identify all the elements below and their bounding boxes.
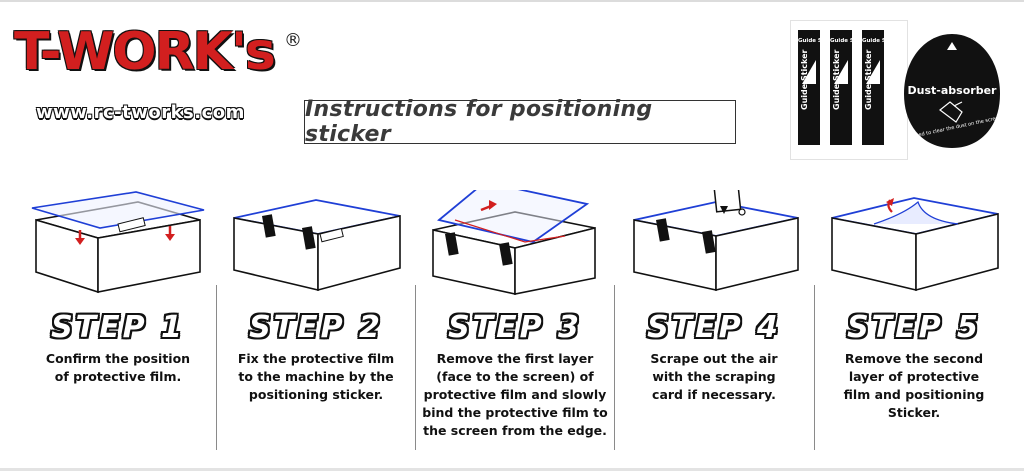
triangle-up-icon xyxy=(947,42,957,50)
step-4-box-illustration xyxy=(633,190,799,292)
dust-absorber-label: Dust-absorber xyxy=(907,84,997,97)
guide-sticker-arrow-icon xyxy=(802,60,816,84)
step-divider xyxy=(415,285,416,450)
step-line: Remove the second xyxy=(844,351,984,366)
arrow-up-icon xyxy=(886,198,894,206)
guide-sticker-3: Guide Sticker Guide Sticker xyxy=(862,30,884,145)
step-heading: STEP 3 xyxy=(448,310,582,345)
arrow-up-icon xyxy=(489,200,497,210)
step-line: (face to the screen) of xyxy=(436,369,594,384)
step-heading: STEP 2 xyxy=(249,310,383,345)
brand-url: www.rc-tworks.com xyxy=(36,102,245,123)
step-heading: STEP 4 xyxy=(647,310,781,345)
guide-sticker-vertical-label: Guide Sticker xyxy=(800,49,809,111)
step-line: Remove the first layer xyxy=(436,351,594,366)
step-2: STEP 2 Fix the protective film to the ma… xyxy=(216,190,416,450)
step-2-box-illustration xyxy=(233,199,401,292)
step-3: STEP 3 Remove the first layer (face to t… xyxy=(415,190,615,450)
step-line: layer of protective xyxy=(848,369,980,384)
step-line: protective film and slowly xyxy=(423,387,607,402)
step-divider xyxy=(614,285,615,450)
guide-sticker-top-label: Guide Sticker xyxy=(830,38,852,44)
kit-illustration: Guide Sticker Guide Sticker Guide Sticke… xyxy=(790,20,1010,160)
step-line: to the machine by the xyxy=(238,369,394,384)
guide-sticker-top-label: Guide Sticker xyxy=(798,38,820,44)
step-line: of protective film. xyxy=(54,369,182,384)
step-description: Remove the first layer (face to the scre… xyxy=(415,350,615,440)
step-heading: STEP 5 xyxy=(847,310,981,345)
step-line: card if necessary. xyxy=(652,387,776,402)
dust-absorber-shape xyxy=(904,34,1000,148)
dust-absorber: Dust-absorber used to clear the dust on … xyxy=(902,32,1004,150)
step-heading: STEP 1 xyxy=(51,310,185,345)
guide-sticker-vertical-label: Guide Sticker xyxy=(864,49,873,111)
step-description: Remove the second layer of protective fi… xyxy=(814,350,1014,422)
brand-logo: T-WORK's ® www.rc-tworks.com xyxy=(14,22,304,132)
title-box: Instructions for positioning sticker xyxy=(304,97,736,147)
step-line: Fix the protective film xyxy=(237,351,395,366)
step-5: STEP 5 Remove the second layer of protec… xyxy=(814,190,1014,450)
step-line: bind the protective film to xyxy=(422,405,608,420)
step-divider xyxy=(216,285,217,450)
step-line: positioning sticker. xyxy=(248,387,384,402)
step-line: film and positioning xyxy=(843,387,985,402)
registered-mark: ® xyxy=(284,30,302,51)
page-title: Instructions for positioning sticker xyxy=(305,97,653,147)
scraping-card-icon xyxy=(713,190,742,213)
step-4: STEP 4 Scrape out the air with the scrap… xyxy=(614,190,814,450)
logo-text: T-WORK's xyxy=(14,22,276,82)
guide-sticker-arrow-icon xyxy=(866,60,880,84)
step-line: Confirm the position xyxy=(45,351,191,366)
step-1-box-illustration xyxy=(31,191,205,294)
step-line: Scrape out the air xyxy=(650,351,778,366)
step-description: Scrape out the air with the scraping car… xyxy=(614,350,814,404)
bottom-border xyxy=(0,468,1024,471)
arrow-down-icon xyxy=(75,238,85,245)
guide-sticker-top-label: Guide Sticker xyxy=(862,38,884,44)
step-5-box-illustration xyxy=(831,197,999,292)
guide-sticker-arrow-icon xyxy=(834,60,848,84)
step-3-box-illustration xyxy=(432,190,596,295)
top-border xyxy=(0,0,1024,2)
arrow-down-icon xyxy=(165,234,175,241)
step-1: STEP 1 Confirm the position of protectiv… xyxy=(18,190,218,450)
guide-sticker-1: Guide Sticker Guide Sticker xyxy=(798,30,820,145)
step-description: Fix the protective film to the machine b… xyxy=(216,350,416,404)
step-description: Confirm the position of protective film. xyxy=(18,350,218,386)
guide-sticker-vertical-label: Guide Sticker xyxy=(832,49,841,111)
step-line: the screen from the edge. xyxy=(423,423,607,438)
guide-sticker-2: Guide Sticker Guide Sticker xyxy=(830,30,852,145)
step-line: with the scraping xyxy=(652,369,776,384)
step-line: Sticker. xyxy=(887,405,941,420)
step-divider xyxy=(814,285,815,450)
